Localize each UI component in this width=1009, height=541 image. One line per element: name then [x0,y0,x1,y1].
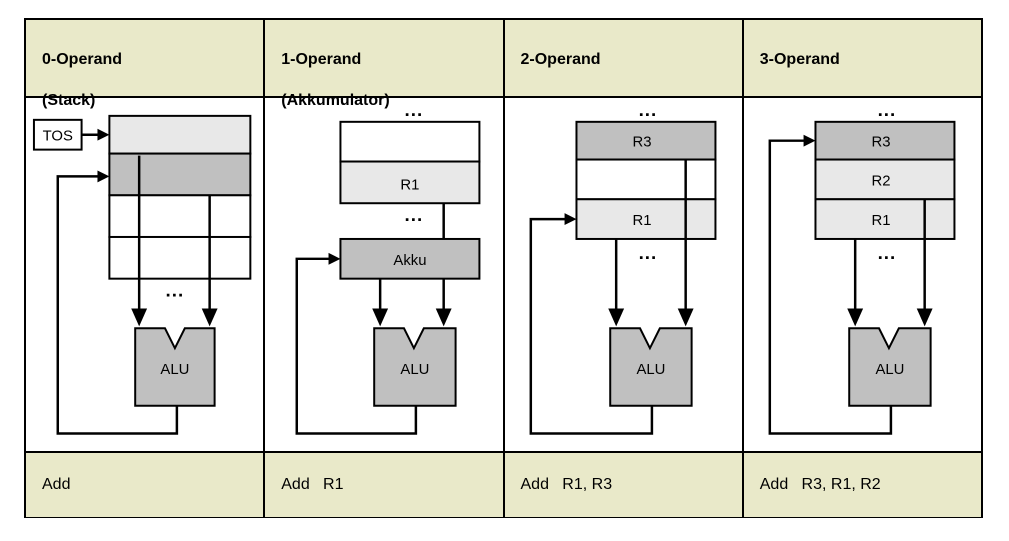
alu-label: ALU [401,362,430,378]
accumulator-box [339,237,481,280]
table-diagram-row: TOS ... ALU [26,98,981,452]
memory-cell-1-label: R1 [401,177,420,193]
alu-label: ALU [636,362,665,378]
registerfile-ellipsis-top: ... [638,99,657,120]
alu-shape [373,327,457,407]
accumulator-label: Akku [394,253,427,269]
accumulator-machine-diagram: ... R1 ... Akku [295,99,481,435]
registerfile-ellipsis-bottom: ... [638,242,657,263]
table-header-row: 0-Operand (Stack) 1-Operand (Akkumulator… [26,20,981,109]
instruction-text-three-operand: Add R3, R1, R2 [759,476,881,494]
memory-ellipsis-bottom: ... [405,204,424,225]
writeback-arrow-head [803,134,816,147]
register-label-r1: R1 [871,213,890,229]
register-cell-r3 [574,120,716,161]
stack-ellipsis: ... [166,280,185,301]
register-label-r3: R3 [871,135,890,151]
writeback-path [529,217,653,435]
operand-arrow-left [131,308,148,327]
table-instruction-row: Add Add R1 Add R1, R3 Add R3, R1, R2 [26,451,981,518]
instruction-cell-two-operand: Add R1, R3 [505,453,744,518]
instruction-cell-zero-operand: Add [26,453,266,518]
writeback-path [295,257,418,435]
three-operand-register-diagram: ... R3 R2 R1 ... ALU [768,99,956,435]
register-cell-r2 [814,158,956,201]
alu-label: ALU [875,362,904,378]
tos-arrow-head [97,128,110,141]
registerfile-ellipsis-top: ... [877,99,896,120]
header-label-two-operand-line1: 2-Operand [520,51,601,69]
operand-arrow-left [846,308,863,327]
register-cell-r1 [814,198,956,240]
stack-cell-1 [108,152,252,197]
header-cell-two-operand: 2-Operand [505,20,744,96]
operand-arrow-right [201,308,218,327]
instruction-text-zero-operand: Add [42,476,71,494]
instruction-text-two-operand: Add R1, R3 [520,476,613,494]
diagram-cell-three-operand: ... R3 R2 R1 ... ALU [744,98,981,451]
instruction-cell-one-operand: Add R1 [265,453,505,518]
writeback-path [56,175,179,435]
tos-box [32,118,83,151]
instruction-text-one-operand: Add R1 [281,476,344,494]
alu-shape [608,327,693,407]
writeback-arrow-head [564,213,576,226]
memory-cell-0 [339,120,481,163]
memory-ellipsis-top: ... [405,99,424,120]
header-label-one-operand-line2: (Akkumulator) [281,92,390,110]
writeback-path [768,139,892,435]
tos-label: TOS [43,129,73,145]
operand-arrow-right [677,308,694,327]
operand-arrow-left [607,308,624,327]
diagram-cell-zero-operand: TOS ... ALU [26,98,266,452]
header-label-zero-operand-line1: 0-Operand [42,51,123,69]
register-label-r2: R2 [871,173,890,189]
header-label-three-operand-line1: 3-Operand [759,51,840,69]
comparison-table: 0-Operand (Stack) 1-Operand (Akkumulator… [24,18,983,518]
register-cell-empty [574,158,716,201]
diagram-cell-two-operand: ... R3 R1 ... ALU [505,98,744,452]
stack-cell-2 [108,194,252,238]
register-label-r1: R1 [632,213,651,229]
stack-cell-3 [108,235,252,280]
writeback-arrow-head [328,252,341,265]
header-label-zero-operand-line2: (Stack) [42,92,96,110]
writeback-arrow-head [97,170,110,183]
alu-shape [134,327,216,407]
header-label-one-operand-line1: 1-Operand [281,51,362,69]
header-cell-one-operand: 1-Operand (Akkumulator) [265,20,505,109]
register-label-r3: R3 [632,135,651,151]
header-cell-three-operand: 3-Operand [744,20,981,96]
stack-cell-0 [108,114,252,155]
diagram-cell-one-operand: ... R1 ... Akku [265,98,505,452]
operand-arrow-right [916,308,933,327]
header-cell-zero-operand: 0-Operand (Stack) [26,20,266,109]
registerfile-ellipsis-bottom: ... [877,242,896,263]
register-cell-r1 [574,198,716,240]
operand-arrow-left [372,308,389,327]
operand-arrow-right [435,308,452,327]
memory-cell-1 [339,160,481,205]
instruction-cell-three-operand: Add R3, R1, R2 [744,453,981,517]
register-cell-r3 [814,120,956,161]
stack-machine-diagram: TOS ... ALU [32,114,252,435]
alu-label: ALU [160,362,189,378]
two-operand-register-diagram: ... R3 R1 ... ALU [529,99,716,435]
alu-shape [847,327,932,407]
